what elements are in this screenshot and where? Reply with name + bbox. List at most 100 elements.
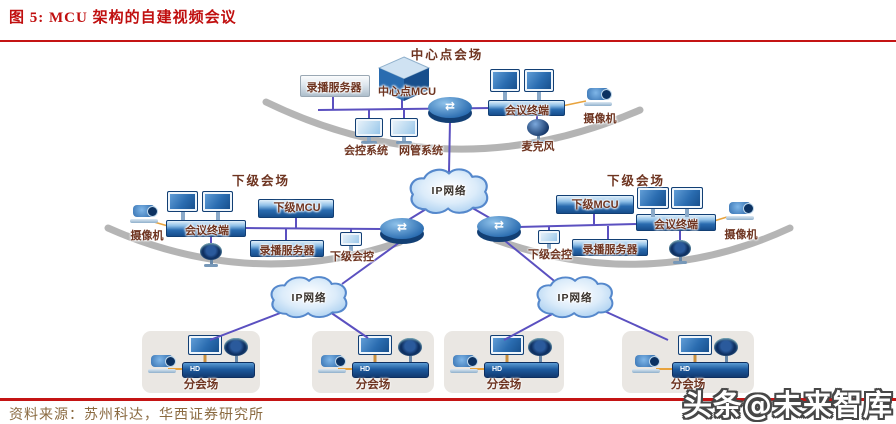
- speakerphone-stem: [234, 356, 238, 362]
- hd-badge: HD: [190, 366, 201, 373]
- mic-base: [204, 264, 218, 267]
- camera-lens: [467, 356, 478, 367]
- left-microphone-icon: [200, 243, 222, 267]
- right-branch-router-icon: [477, 216, 521, 242]
- camera-terminal-wire: [338, 368, 354, 370]
- monitor-stand: [373, 355, 377, 362]
- speakerphone-head: [528, 338, 552, 356]
- speakerphone-head: [714, 338, 738, 356]
- bottom-rule: [0, 398, 896, 401]
- camera-terminal-wire: [168, 368, 184, 370]
- monitor-stand: [503, 92, 507, 100]
- top-rule: [0, 40, 896, 42]
- central-camera-icon: [584, 88, 612, 106]
- camera-base: [584, 102, 612, 106]
- sub-venue-monitor-icon: [490, 335, 524, 362]
- nms-monitor-icon: [390, 118, 418, 144]
- left-control-label: 下级会控: [330, 251, 374, 263]
- cloud-icon: [536, 276, 614, 319]
- core-router-icon: [428, 97, 472, 123]
- sub-venue-monitor-icon: [358, 335, 392, 362]
- nms-label: 网管系统: [399, 145, 443, 157]
- monitor-screen: [355, 118, 383, 137]
- camera-lens: [165, 356, 176, 367]
- camera-base: [450, 369, 478, 373]
- sub-venue-camera-icon: [632, 355, 660, 373]
- camera-body: [635, 355, 660, 367]
- sub-venue-box: HD 分会场: [142, 331, 260, 393]
- control-system-label: 会控系统: [344, 145, 388, 157]
- right-bus: [517, 223, 639, 228]
- hd-badge: HD: [360, 366, 371, 373]
- sub-venue-label: 分会场: [183, 379, 219, 391]
- monitor-screen: [524, 69, 554, 92]
- sub-venue-terminal-device: HD: [352, 362, 429, 378]
- left-terminal-monitor-icon: [167, 191, 198, 220]
- monitor-screen: [167, 191, 198, 212]
- camera-lens: [147, 206, 158, 217]
- sub-venue-camera-icon: [148, 355, 176, 373]
- central-mcu-cube-icon: [377, 56, 431, 101]
- central-mcu-label: 中心点MCU: [377, 86, 437, 98]
- sub-venue-speakerphone-icon: [398, 338, 422, 362]
- speakerphone-head: [398, 338, 422, 356]
- camera-body: [321, 355, 346, 367]
- left-bus: [243, 227, 385, 230]
- sub-venue-label: 分会场: [355, 379, 391, 391]
- left-recorder-label: 录播服务器: [259, 245, 315, 257]
- control-system-monitor-icon: [355, 118, 383, 144]
- monitor-stand: [693, 355, 697, 362]
- camera-base: [130, 219, 158, 223]
- sub-venue-monitor-icon: [188, 335, 222, 362]
- monitor-screen: [390, 118, 418, 137]
- central-terminal-label: 会议终端: [505, 105, 549, 117]
- figure-title: 图 5: MCU 架构的自建视频会议: [9, 10, 237, 26]
- monitor-stand: [215, 212, 220, 220]
- monitor-screen: [202, 191, 233, 212]
- right-mcu-label: 下级MCU: [571, 199, 619, 211]
- sub-venue-speakerphone-icon: [224, 338, 248, 362]
- watermark: 头条@未来智库: [682, 388, 893, 422]
- central-venue-title: 中心点会场: [410, 48, 484, 62]
- monitor-screen: [490, 69, 520, 92]
- mic-head: [527, 119, 549, 136]
- central-microphone-label: 麦克风: [521, 141, 555, 153]
- left-mcu-label: 下级MCU: [273, 202, 321, 214]
- cloud-icon: [409, 168, 489, 215]
- camera-body: [133, 205, 158, 217]
- left-venue-title: 下级会场: [231, 174, 291, 188]
- monitor-screen: [358, 335, 392, 355]
- right-camera-label: 摄像机: [724, 229, 758, 241]
- central-terminal-monitor-icon: [524, 69, 554, 100]
- link-router-core-cloud: [448, 120, 451, 173]
- monitor-screen: [637, 187, 669, 209]
- monitor-screen: [538, 230, 560, 244]
- sub-venue-box: HD 分会场: [312, 331, 434, 393]
- right-control-monitor-icon: [538, 230, 560, 249]
- cloud-icon: [270, 276, 348, 319]
- speakerphone-stem: [538, 356, 542, 362]
- camera-lens: [335, 356, 346, 367]
- link-central-terminal-camera: [561, 100, 587, 107]
- left-terminal-monitor-icon: [202, 191, 233, 220]
- right-terminal-label: 会议终端: [654, 219, 698, 231]
- right-mcu-device: [556, 195, 634, 214]
- right-network-label: IP网络: [557, 291, 593, 304]
- right-terminal-monitor-icon: [637, 187, 669, 217]
- sub-venue-terminal-device: HD: [484, 362, 559, 378]
- sub-venue-monitor-icon: [678, 335, 712, 362]
- right-control-label: 下级会控: [528, 249, 572, 261]
- left-network-label: IP网络: [291, 291, 327, 304]
- speakerphone-stem: [724, 356, 728, 362]
- sub-venue-terminal-device: HD: [182, 362, 255, 378]
- speakerphone-head: [224, 338, 248, 356]
- left-branch-router-icon: [380, 218, 424, 244]
- monitor-stand: [180, 212, 185, 220]
- right-venue-title: 下级会场: [606, 174, 666, 188]
- camera-base: [632, 369, 660, 373]
- monitor-stand: [203, 355, 207, 362]
- mic-head: [200, 243, 222, 260]
- left-control-monitor-icon: [340, 232, 362, 251]
- monitor-screen: [188, 335, 222, 355]
